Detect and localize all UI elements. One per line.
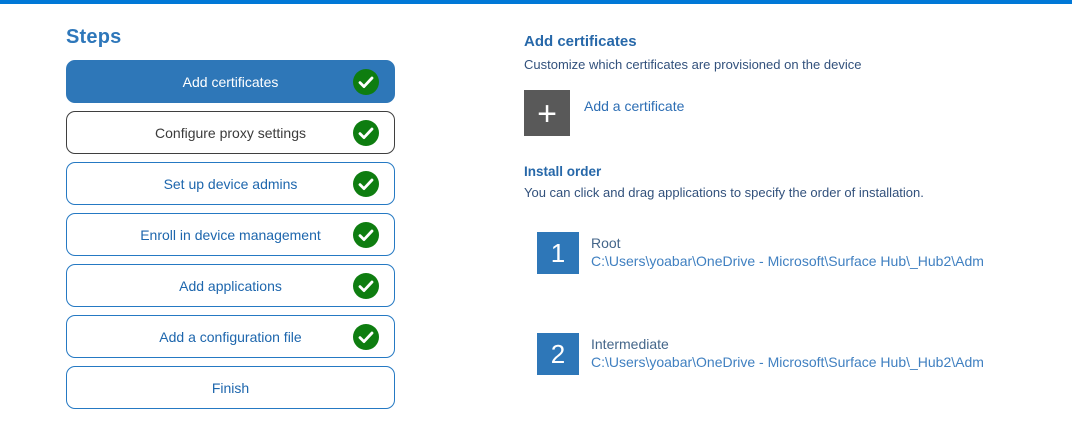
order-item-text: Root C:\Users\yoabar\OneDrive - Microsof… <box>591 232 984 270</box>
check-icon <box>353 221 379 248</box>
step-add-applications[interactable]: Add applications <box>66 264 395 307</box>
step-label: Add certificates <box>182 73 279 90</box>
add-certificate-label: Add a certificate <box>584 98 685 114</box>
order-number-badge: 2 <box>537 333 579 375</box>
step-configure-proxy-settings[interactable]: Configure proxy settings <box>66 111 395 154</box>
step-label: Configure proxy settings <box>155 124 306 141</box>
step-label: Set up device admins <box>163 175 298 192</box>
install-order-item-intermediate[interactable]: 2 Intermediate C:\Users\yoabar\OneDrive … <box>537 333 1064 375</box>
plus-icon[interactable]: + <box>524 90 570 136</box>
step-add-a-configuration-file[interactable]: Add a configuration file <box>66 315 395 358</box>
steps-panel-title: Steps <box>66 26 122 48</box>
check-icon <box>353 170 379 197</box>
certificate-name: Root <box>591 235 621 251</box>
install-order-item-root[interactable]: 1 Root C:\Users\yoabar\OneDrive - Micros… <box>537 232 1064 274</box>
order-item-text: Intermediate C:\Users\yoabar\OneDrive - … <box>591 333 984 371</box>
steps-sidebar: Steps Add certificates Configure proxy s… <box>66 26 395 417</box>
check-icon <box>353 272 379 299</box>
order-number-badge: 1 <box>537 232 579 274</box>
step-label: Enroll in device management <box>140 226 321 243</box>
check-icon <box>353 68 379 95</box>
step-label: Add a configuration file <box>159 328 302 345</box>
step-label: Finish <box>211 379 250 396</box>
certificate-path: C:\Users\yoabar\OneDrive - Microsoft\Sur… <box>591 253 984 269</box>
step-label: Add applications <box>179 277 282 294</box>
step-content-panel: Add certificates Customize which certifi… <box>524 33 1064 375</box>
certificate-path: C:\Users\yoabar\OneDrive - Microsoft\Sur… <box>591 354 984 370</box>
check-icon <box>353 323 379 350</box>
certificate-name: Intermediate <box>591 336 669 352</box>
install-order-title: Install order <box>524 164 602 179</box>
page-title: Add certificates <box>524 33 637 50</box>
step-finish[interactable]: Finish <box>66 366 395 409</box>
step-set-up-device-admins[interactable]: Set up device admins <box>66 162 395 205</box>
top-accent-bar <box>0 0 1072 4</box>
page-subtitle: Customize which certificates are provisi… <box>524 57 862 72</box>
add-certificate-button[interactable]: + Add a certificate <box>524 90 1064 136</box>
check-icon <box>353 119 379 146</box>
step-enroll-in-device-management[interactable]: Enroll in device management <box>66 213 395 256</box>
install-order-description: You can click and drag applications to s… <box>524 185 924 200</box>
step-add-certificates[interactable]: Add certificates <box>66 60 395 103</box>
